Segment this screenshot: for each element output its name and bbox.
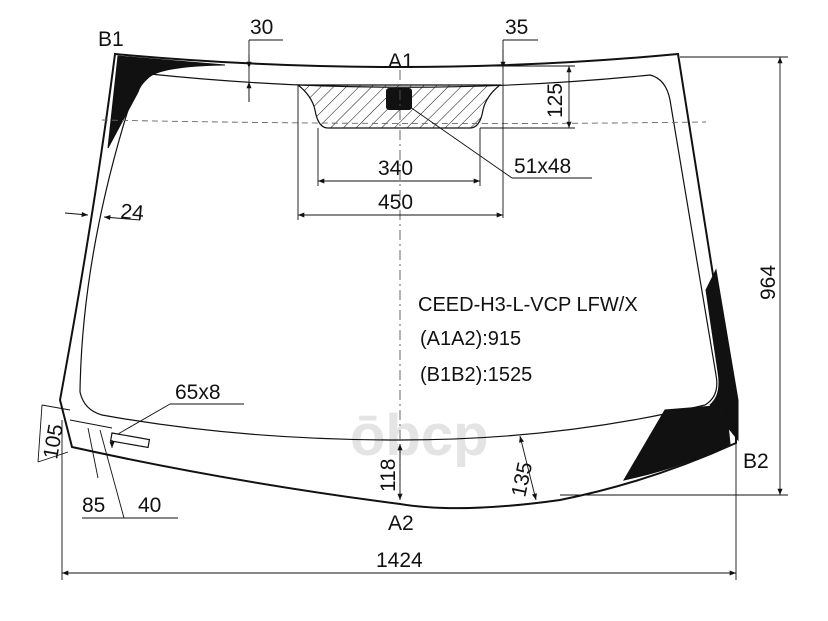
dimension-105: 105 [37,404,71,463]
dimension-105-text: 105 [39,422,68,461]
dimension-65x8-text: 65x8 [175,381,221,404]
point-a2-label: A2 [388,512,414,535]
dimension-450-text: 450 [378,191,413,214]
diagonal-b1b2-text: (B1B2):1525 [420,364,532,386]
dimension-85-text: 85 [82,494,105,517]
dimension-135-text: 135 [507,460,537,499]
diagonal-a1a2-text: (A1A2):915 [420,328,521,350]
dimension-85-40: 85 40 [69,419,178,519]
dimension-964: 964 [560,56,788,496]
part-code-text: CEED-H3-L-VCP LFW/X [418,294,638,316]
dimension-35: 35 [500,16,538,218]
dimension-125: 125 [472,65,575,129]
watermark-logo: ōbcp [350,403,489,468]
black-corner-bottom-right [622,404,731,481]
dimension-1424: 1424 [61,420,737,580]
dimension-1424-text: 1424 [376,549,423,572]
dimension-450: 450 [297,85,503,220]
black-corner-top-left [107,55,226,149]
dimension-30-text: 30 [250,16,273,39]
point-b1-label: B1 [98,28,124,51]
dimension-30: 30 [246,16,283,102]
dimension-24-text: 24 [120,200,146,225]
dimension-125-text: 125 [544,83,567,118]
dimension-118: 118 [377,444,403,500]
point-a1-label: A1 [388,50,414,73]
dimension-51x48: 51x48 [399,99,592,179]
sensor-camera-block [386,88,412,110]
watermark-text: ōbcp [350,403,489,468]
dimension-65x8: 65x8 [109,381,244,449]
dimension-40-text: 40 [138,494,161,517]
dimension-964-text: 964 [757,265,780,300]
black-corner-right [705,268,739,442]
glass-inner-edge [79,73,718,441]
dimension-118-text: 118 [377,459,400,492]
dimension-35-text: 35 [505,16,528,39]
dimension-340-text: 340 [378,157,413,180]
point-b2-label: B2 [743,450,769,473]
band-dashed-line [101,119,707,125]
dimension-51x48-text: 51x48 [514,155,571,178]
dimension-24: 24 [64,200,146,225]
dimension-135: 135 [507,435,537,501]
dimension-340: 340 [317,128,481,186]
